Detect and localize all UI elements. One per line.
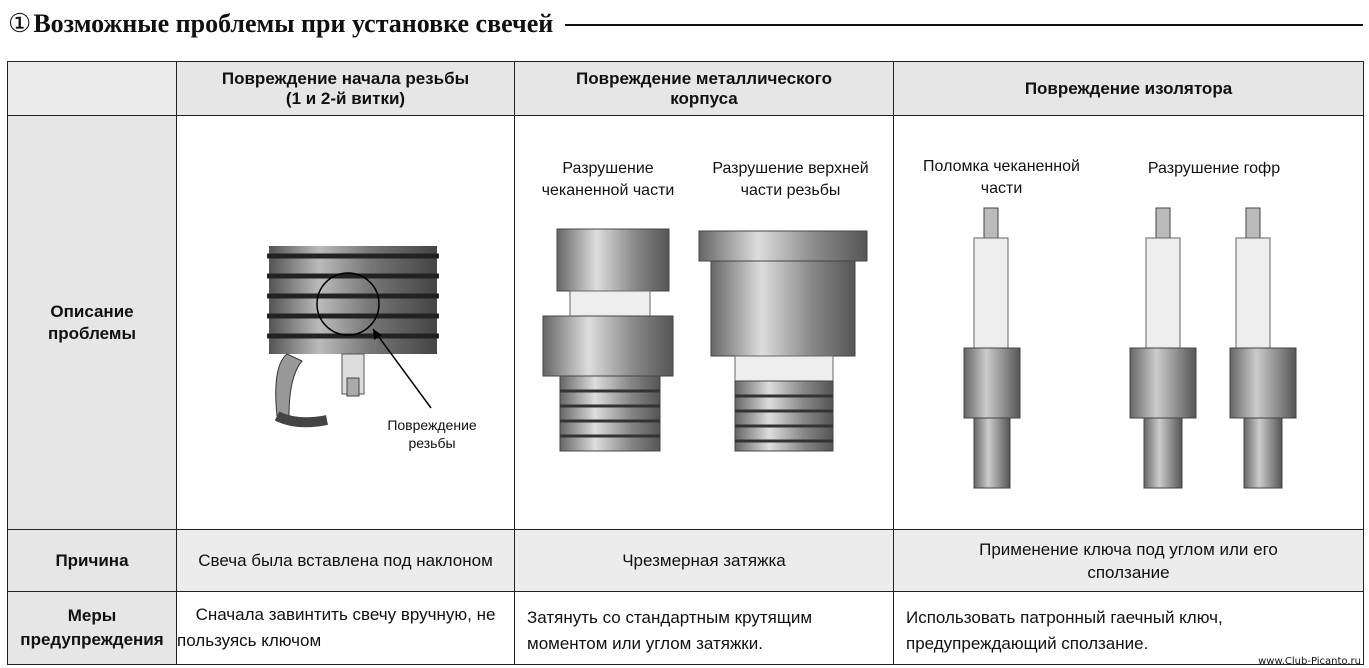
- spark-plug-left-icon: [542, 228, 674, 452]
- measure-thread: Сначала завинтить свечу вручную, не поль…: [176, 591, 515, 665]
- image-cell-thread: Повреждение резьбы: [176, 115, 515, 530]
- row-label-description: Описание проблемы: [7, 115, 177, 530]
- body-damage-illustration: [542, 228, 868, 452]
- section-title: Возможные проблемы при установке свечей: [33, 9, 554, 38]
- watermark: www.Club-Picanto.ru: [1258, 656, 1361, 667]
- cause-thread: Свеча была вставлена под наклоном: [176, 529, 515, 592]
- spark-plug-2-icon: [1129, 207, 1197, 489]
- column-header-thread: Повреждение начала резьбы (1 и 2-й витки…: [176, 61, 515, 116]
- caption-upper-thread-damage: Разрушение верхней части резьбы: [712, 160, 869, 199]
- row-label-cause: Причина: [7, 529, 177, 592]
- cause-insulator: Применение ключа под углом или его сполз…: [893, 529, 1364, 592]
- caption-crimp-damage: Разрушение чеканенной части: [541, 160, 675, 199]
- image-cell-body: Разрушение чеканенной части Разрушение в…: [514, 115, 894, 530]
- spark-plug-3-icon: [1229, 207, 1297, 489]
- measure-insulator: Использовать патронный гаечный ключ, пре…: [893, 591, 1364, 665]
- thread-damage-callout: Повреждение резьбы: [387, 417, 477, 451]
- caption-rib-damage: Разрушение гофр: [1147, 160, 1281, 177]
- column-header-body: Повреждение металлического корпуса: [514, 61, 894, 116]
- column-header-insulator: Повреждение изолятора: [893, 61, 1364, 116]
- measure-body: Затянуть со стандартным крутящим моменто…: [514, 591, 894, 665]
- caption-crimp-break: Поломка чеканенной части: [923, 158, 1080, 197]
- insulator-damage-illustration: [963, 207, 1297, 489]
- section-number: ①: [8, 9, 32, 39]
- cause-body: Чрезмерная затяжка: [514, 529, 894, 592]
- spark-plug-thread-icon: [267, 246, 439, 428]
- spark-plug-1-icon: [963, 207, 1021, 489]
- spark-plug-right-icon: [698, 230, 868, 452]
- image-cell-insulator: Поломка чеканенной части Разрушение гофр: [893, 115, 1364, 530]
- problems-table: Повреждение начала резьбы (1 и 2-й витки…: [7, 61, 1364, 665]
- row-label-measures: Меры предупреждения: [7, 591, 177, 665]
- thread-damage-illustration: [267, 246, 439, 428]
- heading-rule: [565, 24, 1363, 26]
- corner-cell: [7, 61, 177, 116]
- section-heading: ① Возможные проблемы при установке свече…: [8, 4, 1363, 44]
